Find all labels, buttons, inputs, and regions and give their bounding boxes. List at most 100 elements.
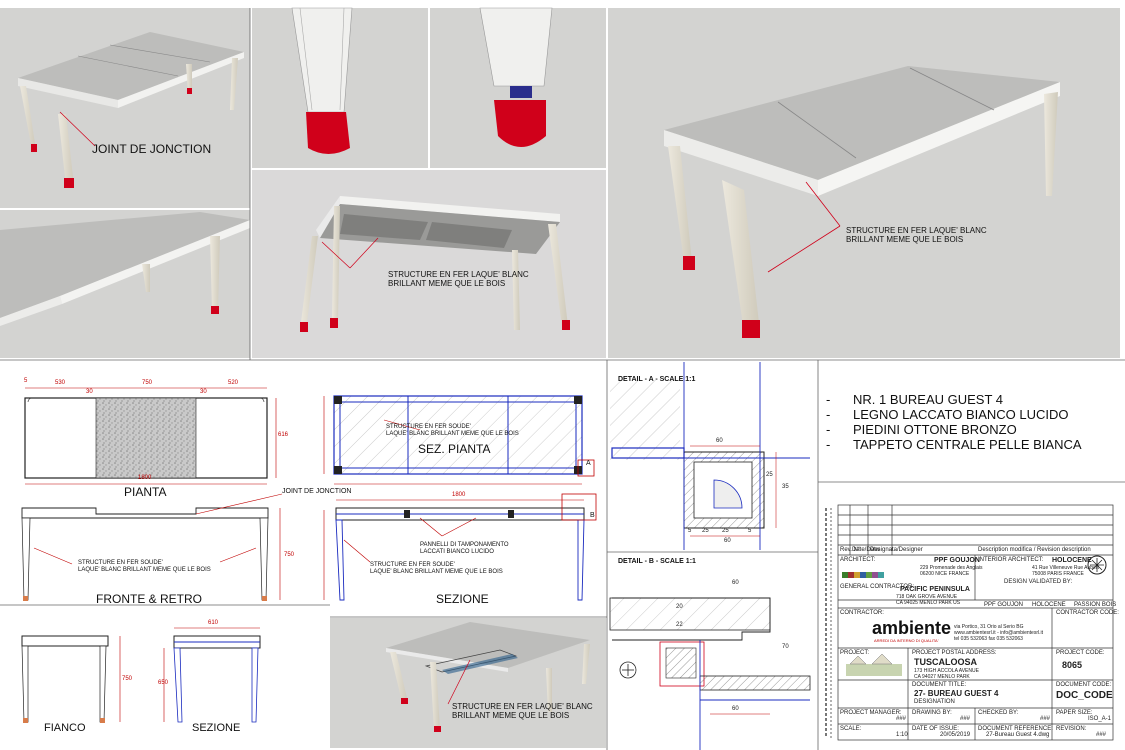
manager-value: ###: [896, 716, 907, 722]
sidebar-vertical-text: [820, 505, 834, 740]
detail-a-dim: 5: [748, 528, 752, 534]
section-structure-note: STRUCTURE EN FER SOUDE' LAQUE' BLANC BRI…: [370, 562, 503, 575]
doc-code: DOC_CODE: [1056, 690, 1113, 701]
front-title: FRONTE & RETRO: [96, 592, 203, 606]
side-section: [163, 627, 261, 723]
detail-a-dim: 5: [688, 528, 692, 534]
detail-a-dim: 25: [702, 528, 709, 534]
project-name: TUSCALOOSA: [914, 657, 977, 667]
section-view: [323, 493, 597, 601]
front-joint-label: JOINT DE JONCTION: [282, 488, 352, 495]
draw-value: ###: [960, 716, 971, 722]
holocene-logo: [1087, 555, 1107, 575]
detail-a-dim: 25: [766, 472, 773, 478]
section-panels-note: PANNELLI DI TAMPONAMENTO LACCATI BIANCO …: [420, 542, 509, 555]
render-panel-under: [252, 170, 606, 358]
interior-address: 41 Rue Villeneuve Rue Aubert 75008 PARIS…: [1032, 565, 1099, 577]
ref-label: DOCUMENT REFERENCE:: [978, 726, 1053, 732]
detail-b-dim: 60: [732, 706, 739, 712]
architect-name: PPF GOUJON: [934, 557, 980, 564]
doc-code-label: DOCUMENT CODE:: [1056, 682, 1112, 688]
plan-view: [24, 387, 277, 485]
plan-dim-total: 1800: [138, 475, 152, 481]
detail-a-dim: 60: [724, 538, 731, 544]
postal-label: PROJECT POSTAL ADDRESS:: [912, 650, 997, 656]
detail-b-dim: 60: [732, 580, 739, 586]
project-code: 8065: [1062, 660, 1083, 670]
designation: DESIGNATION: [914, 699, 955, 705]
detail-b: [609, 597, 811, 750]
contractor-label: GENERAL CONTRACTOR:: [840, 584, 915, 590]
scale-value: 1:10: [896, 732, 908, 738]
front-view: [21, 493, 283, 601]
doc-title: 27- BUREAU GUEST 4: [914, 689, 999, 698]
ambiente-tagline: ARREDI DA INTERNO DI QUALITA': [874, 638, 939, 643]
architect-label: ARCHITECT:: [840, 557, 876, 563]
front-structure-note: STRUCTURE EN FER SOUDE' LAQUE' BLANC BRI…: [78, 560, 211, 573]
spec-notes: -NR. 1 BUREAU GUEST 4 -LEGNO LACCATO BIA…: [826, 392, 1082, 452]
detail-b-title: DETAIL - B - SCALE 1:1: [618, 558, 696, 565]
detail-a-dim: 25: [722, 528, 729, 534]
detail-b-dim: 70: [782, 644, 789, 650]
rev-header-col: Rev. N°: [840, 547, 861, 553]
plan-section: [323, 395, 595, 485]
scale-label: SCALE:: [840, 726, 862, 732]
rev-label: REVISION:: [1056, 726, 1087, 732]
project-sketch: [846, 653, 902, 676]
date-label: DATE OF ISSUE:: [912, 726, 959, 732]
rev-header-col: Description modifica / Revision descript…: [978, 547, 1091, 553]
detail-a: [610, 362, 810, 550]
plan-section-title: SEZ. PIANTA: [418, 442, 491, 456]
plan-dim-corner: 5: [24, 378, 28, 384]
render-panel-1: [0, 8, 250, 208]
render-panel-main: [608, 8, 1120, 358]
detail-a-dim: 60: [716, 438, 723, 444]
rev-header-col: Date/Datw: [852, 547, 881, 553]
spec-note: -LEGNO LACCATO BIANCO LUCIDO: [826, 407, 1069, 422]
plan-dim-small-b: 30: [200, 389, 207, 395]
contractor-address: 718 OAK GROVE AVENUE CA 94025 MENLO PARK…: [896, 594, 961, 606]
structure-note-main: STRUCTURE EN FER LAQUE' BLANC BRILLANT M…: [846, 226, 987, 244]
ref-value: 27-Bureau Guest 4.dwg: [986, 732, 1050, 738]
front-height: 750: [284, 552, 295, 558]
project-label: PROJECT:: [840, 650, 870, 656]
side-section-title: SEZIONE: [192, 722, 241, 734]
section-total: 1800: [452, 492, 466, 498]
doc-title-label: DOCUMENT TITLE:: [912, 682, 967, 688]
validator: HOLOCENE: [1032, 602, 1066, 608]
size-value: ISO_A-1: [1088, 716, 1112, 722]
size-label: PAPER SIZE:: [1056, 710, 1093, 716]
plan-dim-small-a: 30: [86, 389, 93, 395]
side-section-width: 610: [208, 620, 219, 626]
side-section-height: 650: [158, 680, 169, 686]
project-address: 173 HIGH ACCOLA AVENUE CA 94027 MENLO PA…: [914, 668, 979, 680]
date-value: 20/05/2019: [940, 732, 971, 738]
validator: PASSION BOIS: [1074, 602, 1117, 608]
section-title: SEZIONE: [436, 592, 489, 606]
plan-dim-right: 520: [228, 380, 239, 386]
company-address: via Portico, 31 Orio al Serio BG www.amb…: [954, 624, 1043, 642]
detail-a-dim: 35: [782, 484, 789, 490]
render-panel-2: [0, 210, 250, 358]
side-view: [21, 635, 121, 723]
marker-a: A: [586, 460, 591, 467]
render-panel-extended: [330, 618, 606, 748]
structure-note-extended: STRUCTURE EN FER LAQUE' BLANC BRILLANT M…: [452, 702, 593, 720]
spec-note: -NR. 1 BUREAU GUEST 4: [826, 392, 1004, 407]
interior-label: INTERIOR ARCHITECT:: [978, 557, 1044, 563]
side-title: FIANCO: [44, 722, 86, 734]
interior-name: HOLOCENE: [1052, 557, 1092, 564]
rev-header-col: Designata/Designer: [870, 547, 923, 553]
side-height: 750: [122, 676, 133, 682]
sheet-grid: [0, 8, 1125, 750]
structure-note-under: STRUCTURE EN FER LAQUE' BLANC BRILLANT M…: [388, 270, 529, 288]
render-panel-foot-2: [430, 7, 606, 168]
ambiente-logo: ambiente: [872, 618, 952, 638]
validator: PPF GOUJON: [984, 602, 1024, 608]
marker-b: B: [590, 512, 595, 519]
plan-dim-depth: 616: [278, 432, 289, 438]
rev-value: ###: [1096, 732, 1107, 738]
architect-address: 229 Promenade des Anglais 06200 NICE FRA…: [920, 565, 983, 577]
contractor-code-label: CONTRACTOR CODE:: [1056, 610, 1119, 616]
